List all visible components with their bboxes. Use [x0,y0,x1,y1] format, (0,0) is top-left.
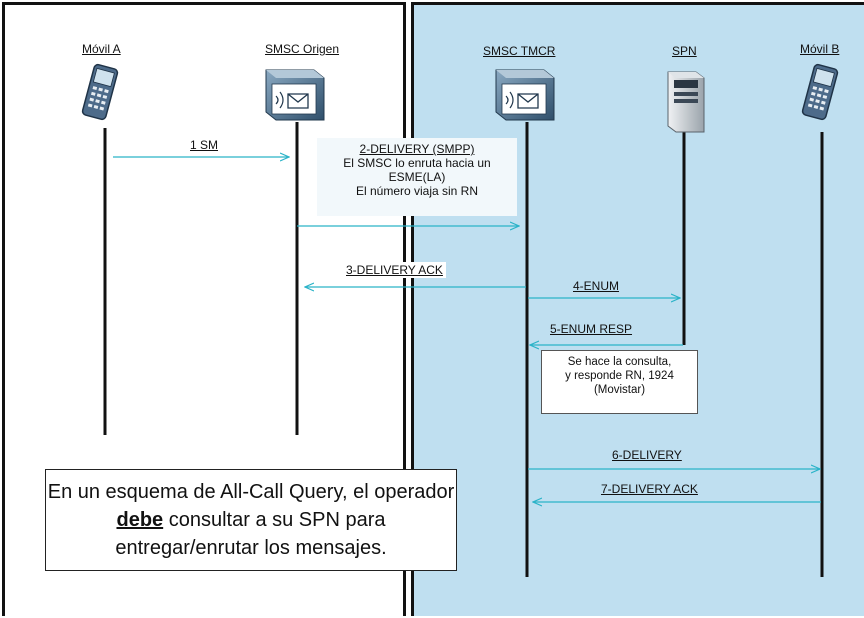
spn-server-icon [667,71,705,133]
message-arrows [113,157,821,502]
spn-note-line-3: (Movistar) [593,384,646,396]
lifelines [103,122,824,577]
mobile-phone-icon [81,63,119,121]
actor-label-spn: SPN [672,44,697,58]
all-call-query-note: En un esquema de All-Call Query, el oper… [45,469,457,571]
actor-label-movil-a: Móvil A [82,42,121,56]
spn-note-line-2: y responde RN, 1924 [565,370,674,382]
spn-note-line-1: Se hace la consulta, [567,356,672,368]
message-5-label: 5-ENUM RESP [550,322,633,336]
message-4-label: 4-ENUM [573,279,620,293]
actor-label-smsc-tmcr: SMSC TMCR [483,44,556,58]
smsc-server-icon [495,69,555,121]
actor-label-movil-b: Móvil B [800,42,840,56]
note-text-start: En un esquema de All-Call Query, el oper… [47,481,455,503]
message-3-label: 3-DELIVERY ACK [343,262,446,278]
message-6-label: 6-DELIVERY [612,448,682,462]
spn-response-note: Se hace la consulta, y responde RN, 1924… [541,350,698,414]
message-2-line-2: ESME(LA) [388,170,446,184]
message-1-label: 1 SM [190,138,219,152]
actor-label-smsc-origen: SMSC Origen [265,42,340,56]
message-2-title: 2-DELIVERY (SMPP) [359,142,475,156]
delivery-note-box: 2-DELIVERY (SMPP) El SMSC lo enruta haci… [317,138,517,216]
smsc-server-icon [265,69,325,121]
message-2-line-1: El SMSC lo enruta hacia un [343,156,491,170]
message-2-line-3: El número viaja sin RN [355,184,479,198]
note-emphasis: debe [116,509,164,531]
right-panel-tmcr [411,2,864,616]
note-text-end: consultar a su SPN para entregar/enrutar… [115,509,387,559]
mobile-phone-icon [801,63,839,121]
message-7-label: 7-DELIVERY ACK [601,482,698,496]
